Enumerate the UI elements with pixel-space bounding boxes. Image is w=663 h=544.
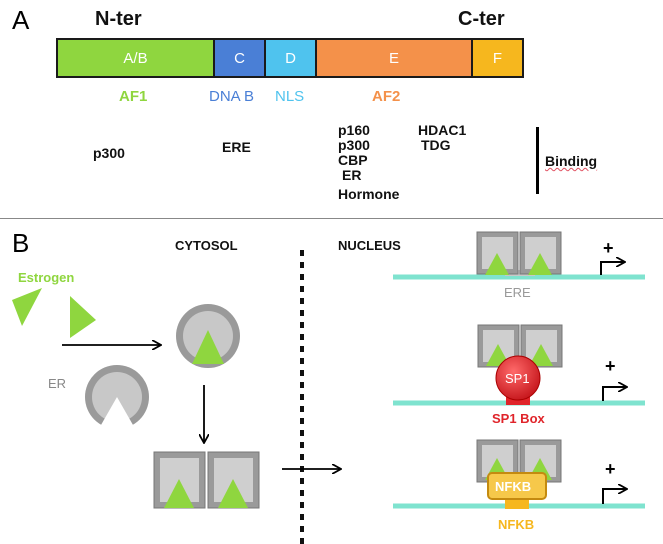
binding-e-item: CBP [338, 152, 368, 168]
transcription-arrow-icon [600, 262, 624, 275]
domain-d-label: D [285, 49, 296, 67]
domain-e: E [315, 38, 473, 78]
binding-e2-item: TDG [421, 137, 451, 153]
nfkb-site [505, 500, 529, 509]
plus-sign-sp1: + [605, 356, 616, 376]
binding-e2-list: HDAC1 TDG [418, 123, 466, 153]
domain-c: C [213, 38, 266, 78]
nfkb-factor-label: NFKB [495, 479, 531, 494]
dna-binding-label: DNA B [209, 88, 255, 105]
n-terminus-label: N-ter [95, 8, 142, 30]
af2-label: AF2 [372, 88, 401, 105]
plus-sign-ere: + [603, 238, 614, 258]
domain-c-label: C [234, 49, 245, 67]
transcription-arrow-icon [602, 387, 626, 401]
binding-e-item: p160 [338, 122, 370, 138]
domain-ab: A/B [56, 38, 215, 78]
nls-label: NLS [275, 88, 305, 105]
binding-e2-item: HDAC1 [418, 122, 467, 138]
estrogen-label: Estrogen [18, 270, 74, 285]
er-dimer-cytosol [153, 451, 260, 509]
domain-ab-label: A/B [123, 49, 148, 67]
binding-ab-p300: p300 [93, 145, 125, 161]
estrogen-ligand [70, 296, 96, 338]
sp1-label: SP1 [505, 371, 530, 386]
er-receptor-bound [176, 304, 240, 368]
nfkb-factor [487, 472, 547, 500]
af1-label: AF1 [119, 88, 148, 105]
binding-divider [536, 127, 539, 194]
er-dimer-ere [476, 231, 562, 275]
sp1-box-label: SP1 Box [492, 411, 546, 426]
binding-e-item: ER [342, 167, 362, 183]
domain-f: F [471, 38, 524, 78]
binding-label: Binding [545, 153, 598, 169]
domain-d: D [264, 38, 317, 78]
plus-sign-nfkb: + [605, 459, 616, 479]
cytosol-label: CYTOSOL [175, 238, 238, 253]
ere-label: ERE [504, 285, 531, 300]
domain-f-label: F [492, 49, 503, 67]
binding-e-item: Hormone [338, 186, 400, 202]
estrogen-ligand [12, 288, 42, 326]
er-receptor-unbound [85, 365, 149, 432]
binding-e-item: p300 [338, 137, 370, 153]
transcription-arrow-icon [602, 489, 626, 504]
binding-c-ere: ERE [222, 139, 251, 155]
nfkb-element-label: NFKB [498, 517, 534, 532]
sp1-factor [495, 355, 541, 401]
c-terminus-label: C-ter [458, 8, 505, 30]
panel-b-letter: B [12, 228, 30, 258]
panel-separator [0, 218, 663, 219]
binding-e-list: p160 p300 CBP ER Hormone [338, 123, 399, 202]
panel-a-letter: A [12, 5, 30, 35]
nucleus-label: NUCLEUS [338, 238, 401, 253]
er-label: ER [48, 376, 66, 391]
domain-e-label: E [388, 49, 399, 67]
